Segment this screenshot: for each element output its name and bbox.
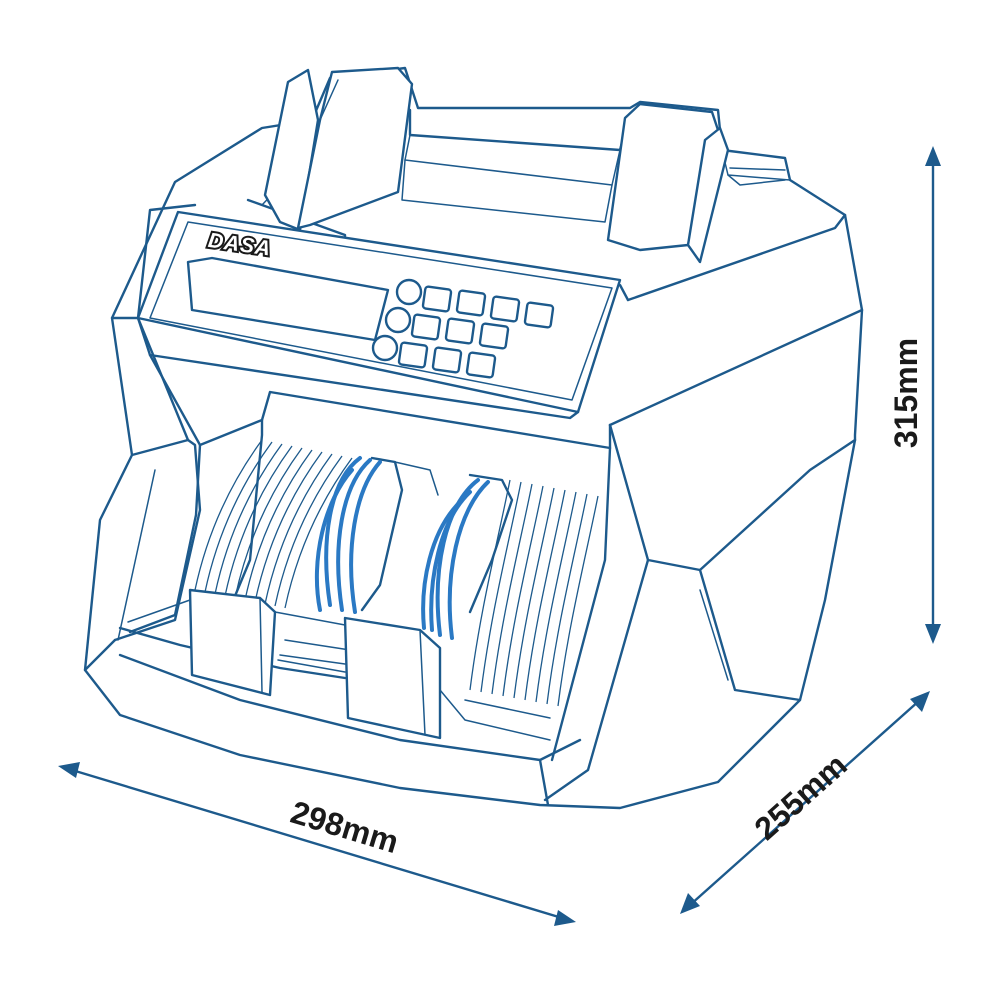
keypad-round-key-1[interactable] [395,278,423,306]
stacker-area [118,353,612,762]
width-label: 298mm [287,794,403,860]
keypad-key[interactable] [397,341,429,369]
flexible-guide-fingers [314,456,490,640]
keypad-key[interactable] [478,322,510,350]
keypad-round-key-3[interactable] [371,334,399,362]
depth-label: 255mm [748,747,854,847]
left-bill-stop [188,588,277,697]
keypad-key[interactable] [455,289,487,317]
keypad-key[interactable] [465,351,497,379]
keypad-key[interactable] [431,346,463,374]
height-label: 315mm [888,338,924,448]
left-stacker-ribs [194,439,353,609]
lcd-display [186,256,390,342]
keypad-round-key-2[interactable] [384,306,412,334]
keypad-key[interactable] [410,313,442,341]
keypad-key[interactable] [523,301,555,329]
dimension-height: 315mm [888,146,941,644]
right-stacker-ribs [469,479,599,707]
keypad-key[interactable] [444,317,476,345]
machine-body [83,66,864,810]
keypad-key[interactable] [421,285,453,313]
keypad-key[interactable] [489,295,521,323]
control-panel: DASA [136,210,622,420]
top-hopper [246,66,791,302]
right-bill-stop [343,616,442,740]
